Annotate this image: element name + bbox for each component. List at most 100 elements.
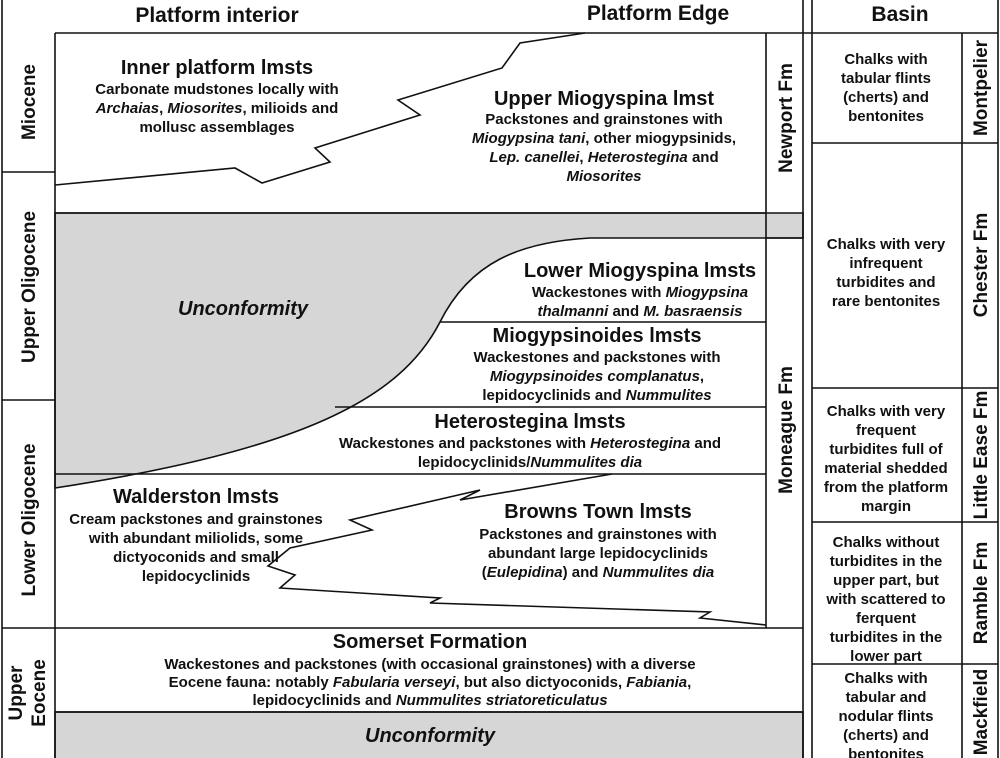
text-segment: ,	[159, 100, 167, 117]
text-line: infrequent	[849, 255, 922, 272]
title-walderston: Walderston lmsts	[113, 486, 279, 508]
text-line: Wackestones and packstones (with occasio…	[164, 656, 695, 673]
text-segment: lepidocyclinids	[142, 568, 250, 585]
text-line: material shedded	[824, 460, 947, 477]
text-segment: Packstones and grainstones with	[485, 111, 723, 128]
text-line: Lep. canellei, Heterostegina and	[489, 149, 718, 166]
text-segment: Packstones and grainstones with	[479, 526, 717, 543]
text-segment: , but also dictyoconids,	[455, 674, 626, 691]
text-segment: ) and	[563, 564, 603, 581]
label-unconformity-lower: Unconformity	[365, 725, 496, 747]
taxon-name: Nummulites dia	[530, 454, 642, 471]
header-platform-edge: Platform Edge	[587, 2, 729, 25]
taxon-name: Miosorites	[167, 100, 242, 117]
text-line: dictyoconids and small	[113, 549, 279, 566]
taxon-name: M. basraensis	[643, 303, 742, 320]
text-line: abundant large lepidocyclinids	[488, 545, 708, 562]
text-segment: dictyoconids and small	[113, 549, 279, 566]
text-line: Packstones and grainstones with	[479, 526, 717, 543]
text-line: lepidocyclinids	[142, 568, 250, 585]
text-line: margin	[861, 498, 911, 515]
epoch-upper-oligocene: Upper Oligocene	[19, 211, 40, 363]
basin-fm-little-ease: Little Ease Fm	[971, 391, 992, 520]
taxon-name: Heterostegina	[588, 149, 688, 166]
taxon-name: Fabiania	[626, 674, 687, 691]
title-inner-platform: Inner platform lmsts	[121, 57, 313, 79]
formation-newport: Newport Fm	[776, 63, 797, 173]
taxon-name: Miogypsina	[666, 284, 749, 301]
taxon-name: Miogypsinoides complanatus	[490, 368, 700, 385]
basin-fm-chester: Chester Fm	[971, 213, 992, 318]
text-line: with scattered to	[825, 591, 945, 608]
text-line: bentonites	[848, 108, 924, 125]
text-segment: lepidocyclinids and	[482, 387, 625, 404]
text-line: turbidites in the	[830, 629, 943, 646]
text-line: bentonites	[848, 746, 924, 758]
desc-walderston: Cream packstones and grainstones with abu…	[69, 511, 322, 585]
text-segment: Cream packstones and grainstones	[69, 511, 322, 528]
miocene-facies-zigzag	[54, 32, 586, 186]
taxon-name: thalmanni	[537, 303, 609, 320]
text-segment: mollusc assemblages	[139, 119, 294, 136]
basin-fm-montpelier: Montpelier	[971, 39, 992, 136]
text-line: Miosorites	[566, 168, 641, 185]
label-unconformity-upper: Unconformity	[178, 298, 309, 320]
text-segment: (	[482, 564, 487, 581]
text-line: with abundant miliolids, some	[88, 530, 303, 547]
text-segment: Wackestones and packstones with	[473, 349, 720, 366]
text-line: tabular and	[846, 689, 927, 706]
text-line: lower part	[850, 648, 922, 665]
text-segment: ,	[700, 368, 704, 385]
taxon-name: Nummulites striatoreticulatus	[396, 692, 608, 709]
text-line: mollusc assemblages	[139, 119, 294, 136]
taxon-name: Fabularia verseyi	[333, 674, 456, 691]
epoch-miocene: Miocene	[19, 64, 40, 140]
epoch-upper-eocene-line2: Eocene	[29, 659, 50, 727]
title-somerset: Somerset Formation	[333, 631, 527, 653]
text-line: Miogypsina tani, other miogypsinids,	[472, 130, 736, 147]
text-line: frequent	[856, 422, 916, 439]
desc-lower-miogypsina: Wackestones with Miogypsina thalmanni and…	[532, 284, 748, 320]
text-line: (Eulepidina) and Nummulites dia	[482, 564, 715, 581]
text-line: Chalks with very	[827, 403, 946, 420]
text-line: Packstones and grainstones with	[485, 111, 723, 128]
text-segment: with abundant miliolids, some	[88, 530, 303, 547]
basin-fm-ramble: Ramble Fm	[971, 542, 992, 644]
text-segment: Eocene fauna: notably	[169, 674, 333, 691]
epoch-lower-oligocene: Lower Oligocene	[19, 443, 40, 596]
text-line: Archaias, Miosorites, milioids and	[95, 100, 339, 117]
title-miogypsinoides: Miogypsinoides lmsts	[493, 325, 702, 347]
text-line: Chalks without	[833, 534, 940, 551]
text-line: Wackestones with Miogypsina	[532, 284, 748, 301]
title-heterostegina: Heterostegina lmsts	[434, 411, 625, 433]
text-line: Chalks with very	[827, 236, 946, 253]
text-line: Miogypsinoides complanatus,	[490, 368, 704, 385]
text-segment: ,	[687, 674, 691, 691]
text-segment: and	[688, 149, 719, 166]
text-line: turbidites in the	[830, 553, 943, 570]
basin-fm-mackfield: Mackfield	[971, 669, 992, 756]
text-line: tabular flints	[841, 70, 931, 87]
text-segment: lepidocyclinids and	[252, 692, 395, 709]
text-segment: , milioids and	[242, 100, 338, 117]
text-line: Cream packstones and grainstones	[69, 511, 322, 528]
text-line: Chalks with	[844, 51, 927, 68]
taxon-name: Lep. canellei	[489, 149, 580, 166]
title-browns-town: Browns Town lmsts	[504, 501, 691, 523]
text-segment: Wackestones and packstones (with occasio…	[164, 656, 695, 673]
desc-heterostegina: Wackestones and packstones with Heterost…	[339, 435, 721, 471]
desc-browns-town: Packstones and grainstones with abundant …	[479, 526, 717, 581]
text-line: Carbonate mudstones locally with	[95, 81, 338, 98]
text-line: thalmanni and M. basraensis	[537, 303, 742, 320]
text-segment: and	[608, 303, 643, 320]
title-lower-miogypsina: Lower Miogyspina lmsts	[524, 260, 756, 282]
text-line: Eocene fauna: notably Fabularia verseyi,…	[169, 674, 692, 691]
header-platform-interior: Platform interior	[135, 4, 298, 27]
text-line: rare bentonites	[832, 293, 940, 310]
taxon-name: Miosorites	[566, 168, 641, 185]
text-line: turbidites and	[836, 274, 935, 291]
